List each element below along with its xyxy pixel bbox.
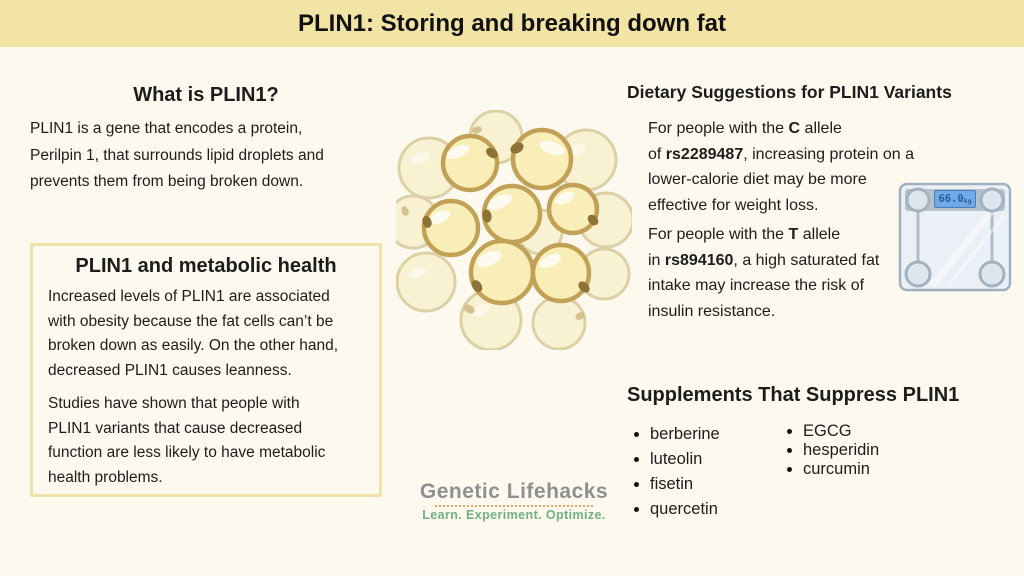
rsid-rs2289487: rs2289487: [665, 145, 744, 163]
metabolic-health-heading: PLIN1 and metabolic health: [75, 255, 337, 277]
list-item: quercetin: [627, 497, 780, 522]
metabolic-health-box: PLIN1 and metabolic health Increased lev…: [30, 243, 382, 497]
list-item: berberine: [627, 422, 780, 447]
supplements-list-left: berberine luteolin fisetin quercetin: [627, 422, 780, 522]
metabolic-health-paragraph-2: Studies have shown that people with PLIN…: [48, 395, 326, 486]
metabolic-health-paragraph-1: Increased levels of PLIN1 are associated…: [48, 288, 339, 379]
dietary-suggestions-section: Dietary Suggestions for PLIN1 Variants F…: [627, 82, 1022, 328]
list-item: curcumin: [780, 460, 879, 479]
logo-tagline: Learn. Experiment. Optimize.: [422, 508, 606, 522]
what-is-plin1-section: What is PLIN1? PLIN1 is a gene that enco…: [30, 84, 382, 196]
genetic-lifehacks-logo: Genetic Lifehacks Learn. Experiment. Opt…: [396, 480, 632, 522]
dietary-paragraph-2: For people with the T allele in rs894160…: [648, 226, 880, 320]
bathroom-scale-illustration: [898, 182, 1012, 292]
supplements-list-right: EGCG hesperidin curcumin: [780, 422, 879, 522]
dietary-suggestions-heading: Dietary Suggestions for PLIN1 Variants: [627, 82, 952, 102]
page-title: PLIN1: Storing and breaking down fat: [297, 9, 726, 37]
what-is-plin1-text: PLIN1 is a gene that encodes a protein, …: [30, 120, 324, 190]
rsid-rs894160: rs894160: [664, 251, 734, 269]
what-is-plin1-heading: What is PLIN1?: [133, 84, 279, 106]
list-item: EGCG: [780, 422, 879, 441]
fat-cells-illustration: [396, 110, 632, 350]
list-item: luteolin: [627, 447, 780, 472]
list-item: hesperidin: [780, 441, 879, 460]
title-banner: PLIN1: Storing and breaking down fat: [0, 0, 1024, 47]
scale-weight-value: 66.0: [938, 193, 964, 205]
supplements-lists: berberine luteolin fisetin quercetin EGC…: [627, 422, 1022, 522]
allele-c: C: [788, 120, 801, 137]
list-item: fisetin: [627, 472, 780, 497]
supplements-heading: Supplements That Suppress PLIN1: [627, 384, 960, 406]
logo-dotted-divider: [435, 505, 593, 507]
allele-t: T: [788, 226, 799, 243]
dietary-paragraph-1: For people with the C allele of rs228948…: [648, 120, 914, 214]
scale-weight-unit: kg: [963, 197, 972, 205]
supplements-section: Supplements That Suppress PLIN1 berberin…: [627, 384, 1022, 522]
logo-name: Genetic Lifehacks: [419, 480, 609, 503]
